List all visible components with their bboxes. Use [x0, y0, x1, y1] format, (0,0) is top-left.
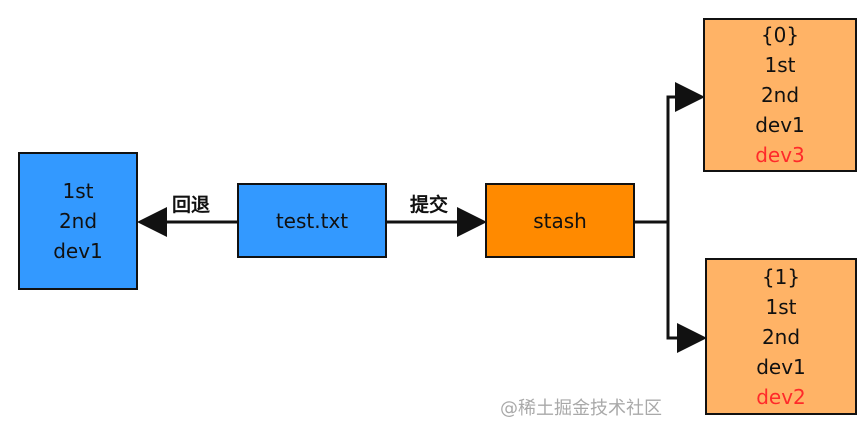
stash-box: stash	[485, 183, 635, 258]
reverted-file-box: 1st 2nd dev1	[18, 152, 138, 290]
line: 1st	[765, 294, 797, 319]
line: {1}	[761, 264, 801, 289]
watermark: @稀土掘金技术社区	[500, 398, 662, 419]
file-label: test.txt	[275, 208, 349, 233]
stash-entry-0: {0} 1st 2nd dev1 dev3	[703, 18, 857, 172]
line: 2nd	[58, 209, 98, 233]
line: 2nd	[761, 324, 801, 349]
stash-label: stash	[533, 208, 587, 233]
highlight-line: dev3	[755, 143, 805, 167]
line: 1st	[62, 179, 94, 203]
stash-entry-1: {1} 1st 2nd dev1 dev2	[705, 258, 857, 415]
commit-label: 提交	[410, 194, 449, 216]
line: dev1	[756, 354, 806, 379]
branch-arrow-0	[666, 82, 705, 222]
line: 2nd	[760, 83, 800, 107]
file-box: test.txt	[237, 183, 387, 258]
line: {0}	[760, 23, 800, 47]
line: dev1	[755, 113, 805, 137]
highlight-line: dev2	[756, 384, 806, 409]
revert-label: 回退	[172, 194, 211, 216]
line: 1st	[764, 53, 796, 77]
branch-arrow-1	[666, 222, 707, 353]
line: dev1	[53, 239, 103, 263]
